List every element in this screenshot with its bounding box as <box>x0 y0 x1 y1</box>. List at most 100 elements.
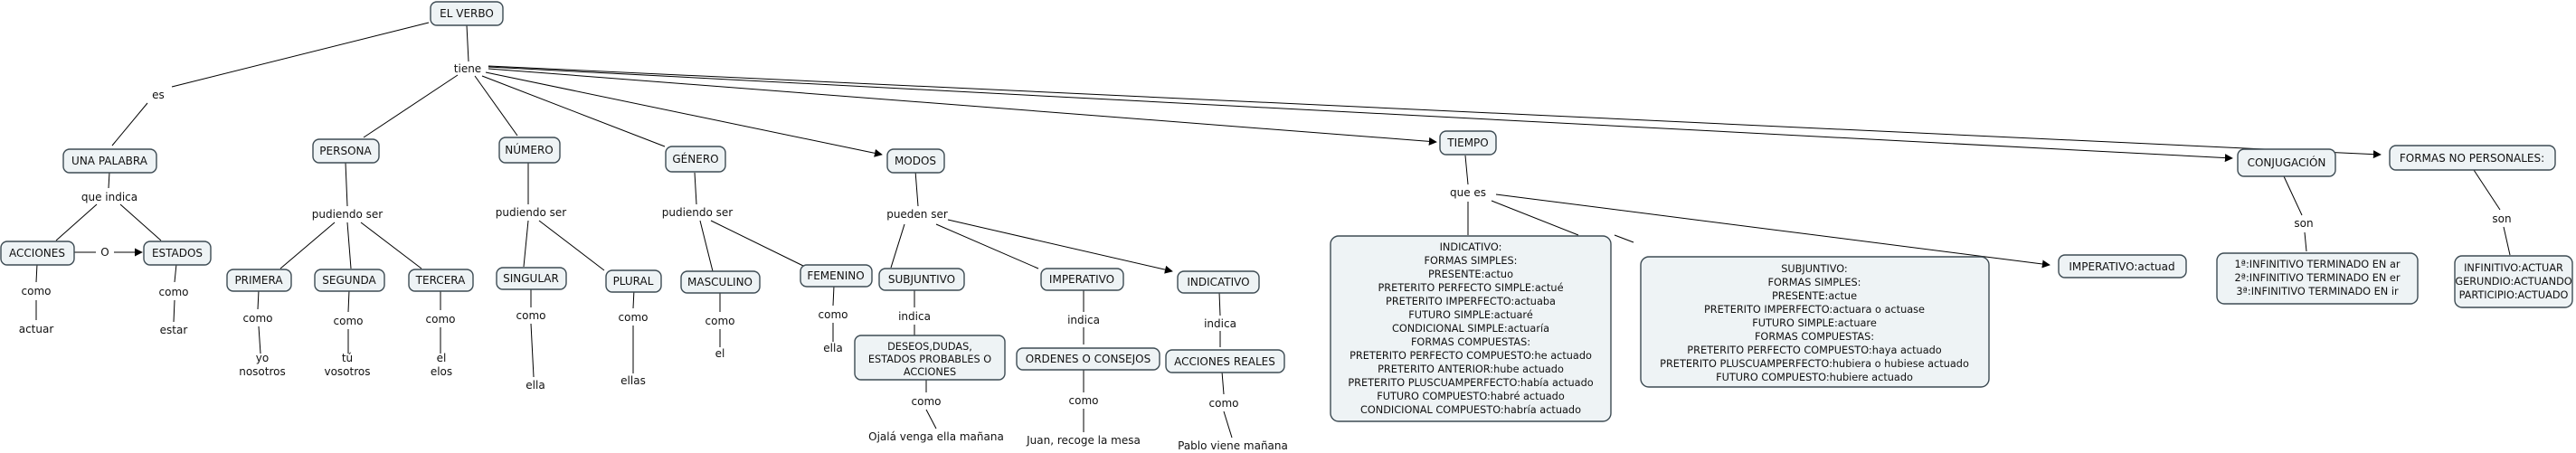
svg-text:INFINITIVO:ACTUAR: INFINITIVO:ACTUAR <box>2464 262 2563 274</box>
svg-text:CONDICIONAL COMPUESTO:habría a: CONDICIONAL COMPUESTO:habría actuado <box>1360 404 1581 416</box>
connector-lines <box>35 22 2511 439</box>
svg-text:FORMAS COMPUESTAS:: FORMAS COMPUESTAS: <box>1755 331 1874 343</box>
link-indica-imperativo: indica <box>1067 314 1100 326</box>
node-persona[interactable]: PERSONA <box>312 138 380 164</box>
example-pablo: Pablo viene mañana <box>1178 439 1288 452</box>
svg-text:PRETERITO ANTERIOR:hube actuad: PRETERITO ANTERIOR:hube actuado <box>1378 363 1564 375</box>
node-indicativo[interactable]: INDICATIVO <box>1177 270 1260 294</box>
node-femenino[interactable]: FEMENINO <box>800 264 873 288</box>
svg-text:3ª:INFINITIVO TERMINADO EN ir: 3ª:INFINITIVO TERMINADO EN ir <box>2236 286 2399 297</box>
link-son-no-personales: son <box>2492 212 2511 225</box>
node-una-palabra[interactable]: UNA PALABRA <box>62 148 157 174</box>
node-segunda[interactable]: SEGUNDA <box>314 269 385 292</box>
svg-text:SUBJUNTIVO: SUBJUNTIVO <box>888 273 955 286</box>
link-como-segunda: como <box>334 315 364 327</box>
node-numero[interactable]: NÚMERO <box>498 137 561 164</box>
link-como-masculino: como <box>706 315 735 327</box>
node-modos[interactable]: MODOS <box>886 148 945 174</box>
svg-text:CONJUGACIÓN: CONJUGACIÓN <box>2248 156 2326 169</box>
svg-text:SINGULAR: SINGULAR <box>503 272 559 285</box>
node-masculino[interactable]: MASCULINO <box>680 270 761 294</box>
node-imperativo[interactable]: IMPERATIVO <box>1040 268 1124 291</box>
svg-text:ESTADOS: ESTADOS <box>152 247 203 260</box>
node-primera[interactable]: PRIMERA <box>226 269 292 292</box>
example-ojala: Ojalá venga ella mañana <box>868 430 1004 443</box>
node-tercera[interactable]: TERCERA <box>408 269 474 292</box>
svg-text:ACCIONES: ACCIONES <box>904 366 956 378</box>
svg-text:ACCIONES: ACCIONES <box>9 247 65 260</box>
link-como-femenino: como <box>819 308 848 321</box>
svg-text:TIEMPO: TIEMPO <box>1446 137 1489 149</box>
svg-text:PRETERITO PERFECTO COMPUESTO:h: PRETERITO PERFECTO COMPUESTO:he actuado <box>1350 350 1592 362</box>
svg-text:FUTURO COMPUESTO:habré actuado: FUTURO COMPUESTO:habré actuado <box>1377 391 1565 402</box>
svg-text:INDICATIVO: INDICATIVO <box>1187 276 1249 288</box>
svg-text:PRETERITO IMPERFECTO:actuaba: PRETERITO IMPERFECTO:actuaba <box>1386 296 1556 307</box>
example-actuar: actuar <box>19 323 54 335</box>
node-acciones-reales[interactable]: ACCIONES REALES <box>1165 349 1285 373</box>
svg-text:PLURAL: PLURAL <box>613 275 654 288</box>
node-indicativo-detalle[interactable]: INDICATIVO: FORMAS SIMPLES: PRESENTE:act… <box>1330 235 1612 422</box>
svg-text:UNA PALABRA: UNA PALABRA <box>71 155 148 167</box>
node-no-personales-detalle[interactable]: INFINITIVO:ACTUAR GERUNDIO:ACTUANDO PART… <box>2454 255 2573 308</box>
svg-text:FORMAS SIMPLES:: FORMAS SIMPLES: <box>1425 255 1518 267</box>
svg-text:FORMAS NO PERSONALES:: FORMAS NO PERSONALES: <box>2400 152 2544 165</box>
svg-text:FEMENINO: FEMENINO <box>807 269 864 282</box>
link-como-deseos: como <box>912 395 942 408</box>
svg-text:1ª:INFINITIVO TERMINADO EN ar: 1ª:INFINITIVO TERMINADO EN ar <box>2234 259 2400 270</box>
svg-text:FUTURO COMPUESTO:hubiere actua: FUTURO COMPUESTO:hubiere actuado <box>1716 372 1913 383</box>
example-tu: tú <box>342 352 353 364</box>
svg-text:MASCULINO: MASCULINO <box>687 276 753 288</box>
node-subjuntivo-detalle[interactable]: SUBJUNTIVO: FORMAS SIMPLES: PRESENTE:act… <box>1640 256 1990 388</box>
link-como-tercera: como <box>426 313 456 326</box>
link-que-es: que es <box>1450 186 1486 199</box>
node-conjugacion-detalle[interactable]: 1ª:INFINITIVO TERMINADO EN ar 2ª:INFINIT… <box>2216 252 2419 305</box>
svg-text:CONDICIONAL SIMPLE:actuaría: CONDICIONAL SIMPLE:actuaría <box>1392 323 1549 335</box>
example-nosotros: nosotros <box>239 365 286 378</box>
node-ordenes[interactable]: ORDENES O CONSEJOS <box>1016 347 1160 371</box>
node-el-verbo[interactable]: EL VERBO <box>430 1 504 26</box>
svg-text:FORMAS SIMPLES:: FORMAS SIMPLES: <box>1768 277 1861 288</box>
link-pudiendo-ser-genero: pudiendo ser <box>662 206 734 219</box>
svg-text:FORMAS COMPUESTAS:: FORMAS COMPUESTAS: <box>1411 336 1530 348</box>
link-indica-subjuntivo: indica <box>898 310 931 323</box>
svg-text:IMPERATIVO:actuad: IMPERATIVO:actuad <box>2069 260 2174 273</box>
svg-text:FUTURO SIMPLE:actuaré: FUTURO SIMPLE:actuaré <box>1408 309 1533 321</box>
link-o: O <box>100 246 109 259</box>
svg-text:INDICATIVO:: INDICATIVO: <box>1440 241 1502 253</box>
node-estados[interactable]: ESTADOS <box>143 241 212 266</box>
svg-text:MODOS: MODOS <box>895 155 936 167</box>
svg-text:GÉNERO: GÉNERO <box>672 152 718 165</box>
example-ella: ella <box>526 379 545 392</box>
svg-text:ORDENES O CONSEJOS: ORDENES O CONSEJOS <box>1026 353 1151 365</box>
node-genero[interactable]: GÉNERO <box>665 146 726 173</box>
link-como-singular: como <box>516 309 546 322</box>
svg-text:PRETERITO IMPERFECTO:actuara o: PRETERITO IMPERFECTO:actuara o actuase <box>1704 304 1925 316</box>
svg-text:PRESENTE:actue: PRESENTE:actue <box>1772 290 1857 302</box>
linking-phrases: es tiene que indica O como como pudiendo… <box>22 62 2512 410</box>
link-pudiendo-ser-persona: pudiendo ser <box>312 208 384 221</box>
svg-text:ESTADOS PROBABLES O: ESTADOS PROBABLES O <box>868 354 991 365</box>
example-ellas: ellas <box>620 374 646 387</box>
link-como-plural: como <box>619 311 649 324</box>
node-deseos[interactable]: DESEOS,DUDAS, ESTADOS PROBABLES O ACCION… <box>854 335 1006 381</box>
example-vosotros: vosotros <box>324 365 370 378</box>
svg-text:PRESENTE:actuo: PRESENTE:actuo <box>1428 269 1513 280</box>
node-tiempo[interactable]: TIEMPO <box>1439 130 1497 156</box>
example-estar: estar <box>160 324 188 336</box>
svg-text:SEGUNDA: SEGUNDA <box>322 274 376 287</box>
node-subjuntivo[interactable]: SUBJUNTIVO <box>878 268 965 291</box>
link-como-primera: como <box>243 312 273 325</box>
node-singular[interactable]: SINGULAR <box>496 267 567 290</box>
svg-text:PRETERITO PERFECTO SIMPLE:actu: PRETERITO PERFECTO SIMPLE:actué <box>1378 282 1563 294</box>
link-son-conjugacion: son <box>2294 217 2313 230</box>
example-yo: yo <box>256 352 269 364</box>
svg-text:GERUNDIO:ACTUANDO: GERUNDIO:ACTUANDO <box>2455 276 2571 288</box>
node-no-personales[interactable]: FORMAS NO PERSONALES: <box>2389 145 2556 171</box>
example-elos: elos <box>431 365 452 378</box>
node-imperativo-detalle[interactable]: IMPERATIVO:actuad <box>2058 254 2187 278</box>
node-acciones[interactable]: ACCIONES <box>0 241 75 266</box>
svg-text:PARTICIPIO:ACTUADO: PARTICIPIO:ACTUADO <box>2459 289 2569 301</box>
node-plural[interactable]: PLURAL <box>605 269 662 293</box>
node-conjugacion[interactable]: CONJUGACIÓN <box>2237 148 2336 177</box>
